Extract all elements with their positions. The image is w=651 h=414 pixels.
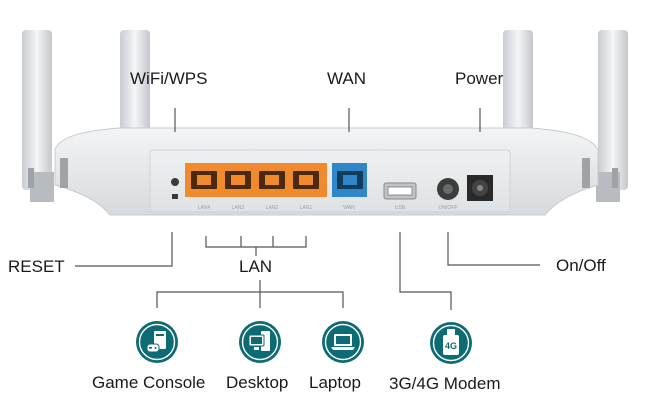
port-label: LAN4 — [198, 205, 211, 211]
port-label: USB — [395, 205, 406, 211]
laptop-icon — [321, 320, 365, 364]
modem-icon: 4G — [429, 321, 473, 365]
usb-port — [383, 182, 417, 200]
antenna-left-outer — [22, 30, 54, 202]
port-label: LAN3 — [232, 205, 245, 211]
reset-leader — [75, 232, 173, 267]
lan-ports — [185, 163, 327, 197]
lan-label: LAN — [239, 257, 273, 276]
modem-leader — [399, 232, 452, 310]
power-switch — [437, 178, 459, 200]
devices-bracket — [156, 291, 344, 308]
desktop-label: Desktop — [226, 373, 289, 392]
port-label: LAN2 — [266, 205, 279, 211]
laptop-label: Laptop — [309, 373, 361, 392]
port-labels: LAN4 LAN3 LAN2 LAN1 WAN USB ON/OFF — [198, 205, 458, 211]
antenna-hinges — [28, 158, 618, 188]
on-off-label: On/Off — [556, 256, 606, 275]
game-console-label: Game Console — [92, 373, 206, 392]
reset-hole — [172, 194, 178, 199]
port-label: ON/OFF — [439, 205, 458, 211]
lan-bracket — [205, 236, 307, 248]
wifi-wps-label: WiFi/WPS — [130, 69, 208, 88]
port-label: WAN — [343, 205, 355, 211]
wps-button — [171, 178, 179, 186]
power-jack — [467, 175, 493, 201]
reset-label: RESET — [8, 257, 65, 276]
callout-lines — [75, 108, 540, 310]
port-label: LAN1 — [300, 205, 313, 211]
modem-icon-text: 4G — [445, 341, 457, 351]
on-off-leader — [447, 232, 540, 266]
wan-port — [332, 163, 367, 197]
power-label: Power — [455, 69, 504, 88]
antenna-right-outer — [596, 30, 628, 202]
desktop-icon — [238, 320, 282, 364]
game-console-icon — [135, 320, 179, 364]
wan-label: WAN — [327, 69, 367, 88]
modem-label: 3G/4G Modem — [389, 374, 501, 393]
